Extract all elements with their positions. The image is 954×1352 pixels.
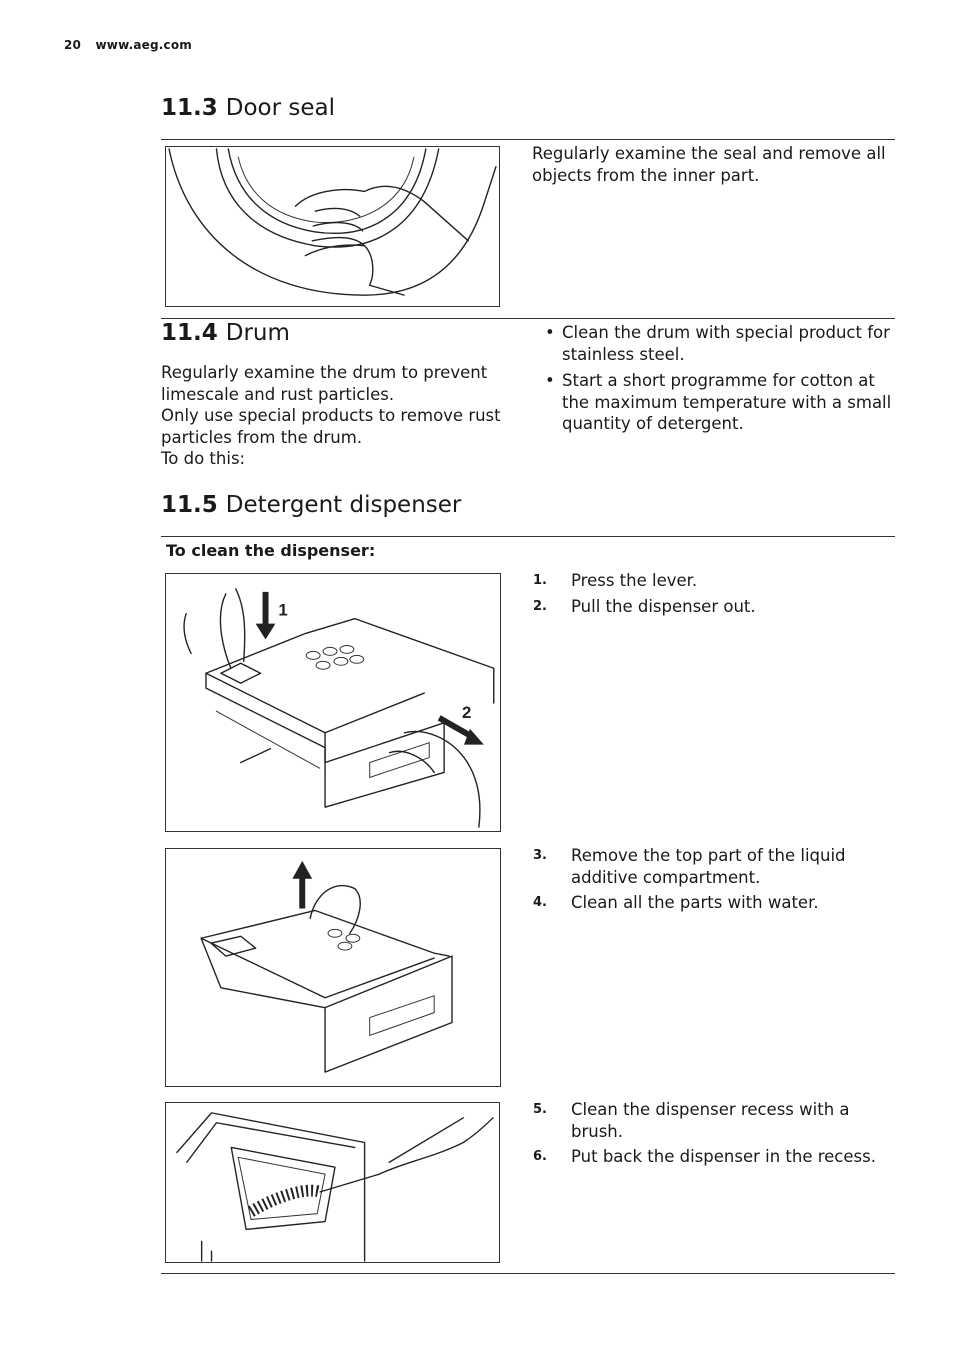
door-seal-illustration [165, 146, 500, 307]
remove-top-part-illustration [165, 848, 501, 1087]
press-lever-illustration: 1 2 [165, 573, 501, 832]
section-heading-drum: 11.4 Drum [161, 320, 290, 346]
list-item: •Start a short programme for cotton at t… [545, 371, 892, 434]
page-header: 20 www.aeg.com [64, 38, 192, 52]
step-number: 5. [533, 1102, 547, 1117]
step-number: 2. [533, 598, 547, 614]
recess-brush-drawing [176, 1112, 494, 1262]
list-item: 5.Clean the dispenser recess with a brus… [533, 1100, 850, 1141]
drum-text: Regularly examine the drum to prevent li… [161, 362, 517, 470]
section-title: Drum [225, 320, 290, 346]
section-divider [161, 1273, 895, 1274]
step-number: 6. [533, 1149, 547, 1165]
dispenser-pull-drawing: 1 2 [183, 588, 495, 828]
section-title: Detergent dispenser [225, 492, 462, 518]
door-seal-text: Regularly examine the seal and remove al… [532, 144, 886, 185]
section-number: 11.4 [161, 320, 218, 346]
list-item: 3.Remove the top part of the liquid addi… [533, 846, 846, 887]
section-heading-door-seal: 11.3 Door seal [161, 95, 335, 121]
section-heading-dispenser: 11.5 Detergent dispenser [161, 492, 461, 518]
bullet-icon: • [545, 323, 555, 342]
section-divider [161, 318, 895, 319]
step-number: 3. [533, 848, 547, 863]
section-number: 11.3 [161, 95, 218, 121]
door-seal-drawing [168, 148, 497, 296]
step-number: 1. [533, 573, 547, 588]
drum-bullet-list: •Clean the drum with special product for… [532, 322, 894, 440]
section-divider [161, 139, 895, 140]
list-item: 6.Put back the dispenser in the recess. [533, 1147, 876, 1167]
section-divider [161, 536, 895, 537]
liquid-compartment-drawing [200, 860, 453, 1073]
drum-paragraph: To do this: [161, 449, 246, 469]
brush-recess-illustration [165, 1102, 500, 1263]
list-item: 2.Pull the dispenser out. [533, 596, 756, 616]
list-item: 1.Press the lever. [533, 571, 698, 590]
list-item: •Clean the drum with special product for… [545, 323, 890, 364]
steps-list-1: 1.Press the lever. 2.Pull the dispenser … [533, 570, 894, 621]
drum-paragraph: Only use special products to remove rust… [161, 406, 501, 447]
section-number: 11.5 [161, 492, 218, 518]
arrow-label-2: 2 [462, 703, 471, 722]
bullet-icon: • [545, 371, 555, 391]
steps-list-2: 3.Remove the top part of the liquid addi… [533, 845, 894, 918]
step-number: 4. [533, 895, 547, 911]
website-link[interactable]: www.aeg.com [95, 38, 192, 52]
drum-paragraph: Regularly examine the drum to prevent li… [161, 363, 488, 404]
steps-list-3: 5.Clean the dispenser recess with a brus… [533, 1099, 894, 1172]
page-number: 20 [64, 38, 82, 52]
section-title: Door seal [225, 95, 335, 121]
arrow-label-1: 1 [278, 601, 287, 620]
list-item: 4.Clean all the parts with water. [533, 893, 819, 913]
dispenser-subheading: To clean the dispenser: [166, 541, 376, 560]
